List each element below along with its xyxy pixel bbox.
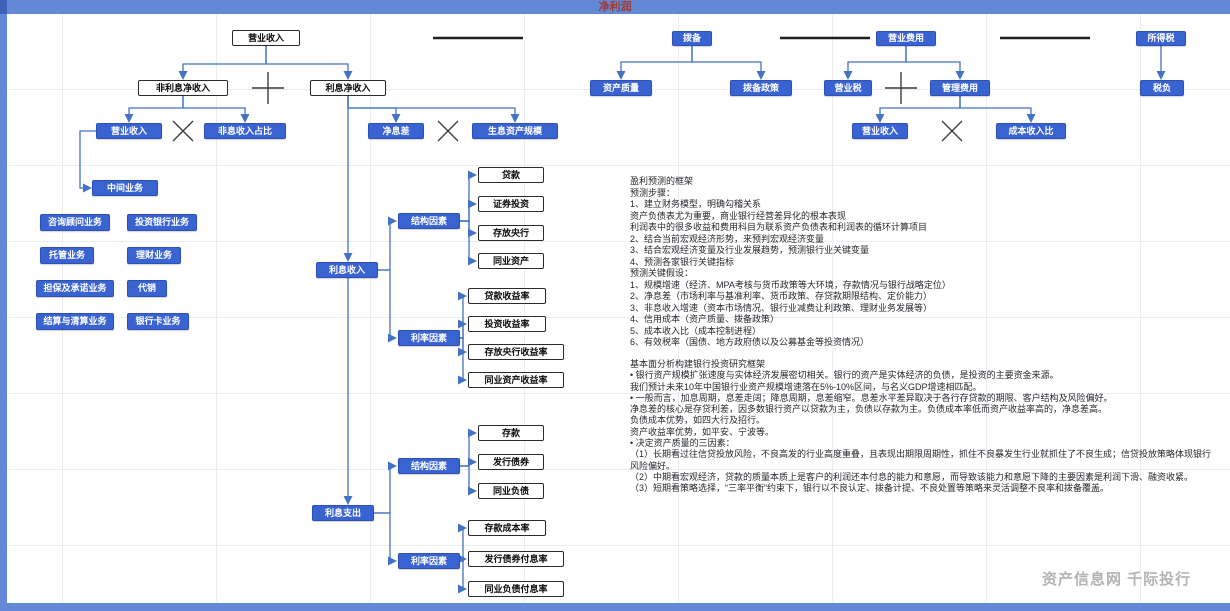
node-guarantee-commitment[interactable]: 担保及承诺业务 — [36, 280, 114, 297]
node-loans[interactable]: 贷款 — [478, 167, 544, 183]
watermark: 资产信息网 千际投行 — [1042, 571, 1192, 588]
node-structural-factors-income[interactable]: 结构因素 — [398, 213, 460, 229]
title-bar — [0, 0, 1230, 14]
node-investment-yield[interactable]: 投资收益率 — [468, 316, 546, 332]
node-business-tax[interactable]: 营业税 — [824, 80, 872, 96]
node-operating-revenue-left[interactable]: 营业收入 — [96, 123, 162, 139]
node-interbank-liabilities[interactable]: 同业负债 — [478, 483, 544, 499]
node-interbank-liability-rate[interactable]: 同业负债付息率 — [468, 581, 564, 597]
node-agency-sales[interactable]: 代销 — [127, 280, 167, 297]
node-non-interest-net-income[interactable]: 非利息净收入 — [138, 80, 228, 96]
node-interest-expense[interactable]: 利息支出 — [312, 505, 374, 521]
node-wealth-management[interactable]: 理财业务 — [127, 247, 181, 264]
node-interest-income[interactable]: 利息收入 — [316, 262, 378, 278]
node-interbank-asset-yield[interactable]: 同业资产收益率 — [468, 372, 564, 388]
page-title: 净利润 — [598, 1, 632, 13]
node-bond-issuance[interactable]: 发行债券 — [478, 454, 544, 470]
node-net-interest-income[interactable]: 利息净收入 — [310, 80, 386, 96]
sheet-grid — [7, 14, 1230, 603]
node-net-interest-margin[interactable]: 净息差 — [368, 123, 424, 139]
node-provisions[interactable]: 拨备 — [672, 31, 712, 46]
node-earning-assets-scale[interactable]: 生息资产规模 — [472, 123, 558, 139]
node-admin-expenses[interactable]: 管理费用 — [930, 80, 990, 96]
node-securities-investment[interactable]: 证券投资 — [478, 196, 544, 212]
node-cost-income-ratio[interactable]: 成本收入比 — [996, 123, 1066, 139]
notes-forecast: 盈利预测的框架 预测步骤： 1、建立财务模型，明确勾稽关系 资产负债表尤为重要，… — [630, 176, 951, 347]
node-central-bank-deposits[interactable]: 存放央行 — [478, 225, 544, 241]
node-bond-interest-rate[interactable]: 发行债券付息率 — [468, 551, 564, 567]
node-intermediary-business[interactable]: 中间业务 — [92, 180, 158, 196]
node-non-interest-income-ratio[interactable]: 非息收入占比 — [204, 123, 286, 139]
node-operating-revenue-right[interactable]: 营业收入 — [852, 123, 908, 139]
node-deposit-cost-rate[interactable]: 存款成本率 — [468, 520, 546, 536]
node-central-bank-yield[interactable]: 存放央行收益率 — [468, 344, 564, 360]
node-interbank-assets[interactable]: 同业资产 — [478, 253, 544, 269]
corner-cell — [0, 0, 7, 14]
node-structural-factors-expense[interactable]: 结构因素 — [398, 458, 460, 474]
node-asset-quality[interactable]: 资产质量 — [590, 80, 652, 96]
bottom-bar — [0, 603, 1230, 611]
node-deposits[interactable]: 存款 — [478, 425, 544, 441]
notes-fundamental: 基本面分析构建银行投资研究框架 • 银行资产规模扩张速度与实体经济发展密切相关。… — [630, 359, 1212, 494]
node-operating-revenue-root[interactable]: 营业收入 — [232, 30, 300, 46]
node-rate-factors-expense[interactable]: 利率因素 — [398, 553, 460, 569]
node-settlement-clearing[interactable]: 结算与清算业务 — [36, 313, 114, 330]
node-rate-factors-income[interactable]: 利率因素 — [398, 330, 460, 346]
node-investment-banking[interactable]: 投资银行业务 — [127, 214, 197, 231]
node-operating-expenses[interactable]: 营业费用 — [876, 31, 936, 46]
node-custody-business[interactable]: 托管业务 — [40, 247, 94, 264]
left-bar — [0, 14, 7, 603]
node-provision-policy[interactable]: 拨备政策 — [730, 80, 792, 96]
node-consulting-business[interactable]: 咨询顾问业务 — [40, 214, 110, 231]
node-bank-card[interactable]: 银行卡业务 — [127, 313, 189, 330]
node-income-tax[interactable]: 所得税 — [1136, 31, 1186, 46]
node-loan-yield[interactable]: 贷款收益率 — [468, 288, 546, 304]
node-tax-burden[interactable]: 税负 — [1140, 80, 1184, 96]
